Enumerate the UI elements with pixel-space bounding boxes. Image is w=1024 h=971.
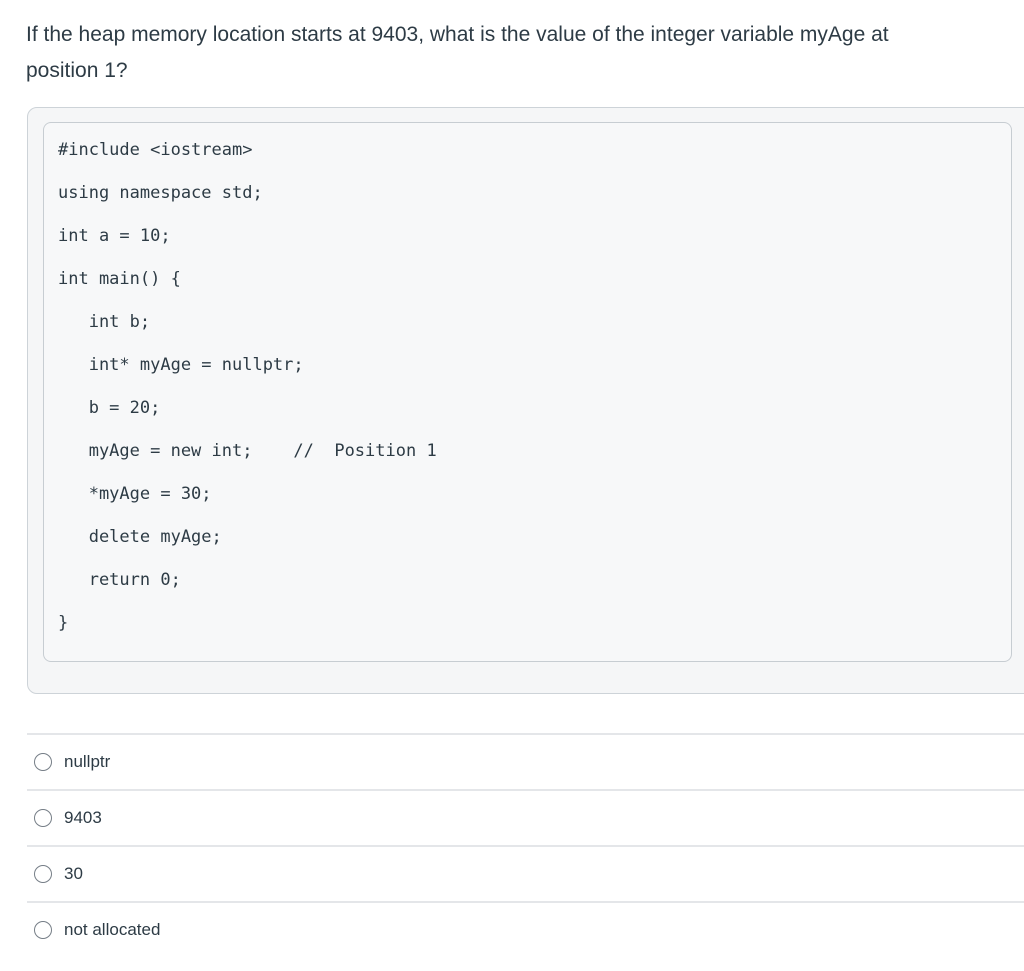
answer-option-not-allocated[interactable]: not allocated [27,901,1024,957]
code-line: using namespace std; [58,183,263,203]
code-block: #include <iostream> using namespace std;… [43,122,1012,662]
code-line: delete myAge; [58,527,222,547]
code-line: return 0; [58,570,181,590]
radio-button[interactable] [34,753,52,771]
code-line: *myAge = 30; [58,484,212,504]
answer-option-9403[interactable]: 9403 [27,789,1024,845]
option-label[interactable]: 9403 [64,808,102,827]
code-line: int* myAge = nullptr; [58,355,304,375]
code-line: b = 20; [58,398,161,418]
question-text: If the heap memory location starts at 94… [26,23,889,82]
option-label[interactable]: not allocated [64,920,161,939]
radio-button[interactable] [34,865,52,883]
option-label[interactable]: 30 [64,864,83,883]
code-line: int b; [58,312,151,332]
answer-option-nullptr[interactable]: nullptr [27,733,1024,789]
code-line: int a = 10; [58,226,171,246]
answer-option-30[interactable]: 30 [27,845,1024,901]
radio-button[interactable] [34,809,52,827]
answer-options: nullptr 9403 30 not allocated [0,733,1024,957]
radio-button[interactable] [34,921,52,939]
code-line: } [58,613,69,633]
code-line: #include <iostream> [58,140,253,160]
code-line: myAge = new int; // Position 1 [58,441,437,461]
option-label[interactable]: nullptr [64,752,111,771]
code-line: int main() { [58,269,181,289]
question-body: #include <iostream> using namespace std;… [27,107,1024,694]
